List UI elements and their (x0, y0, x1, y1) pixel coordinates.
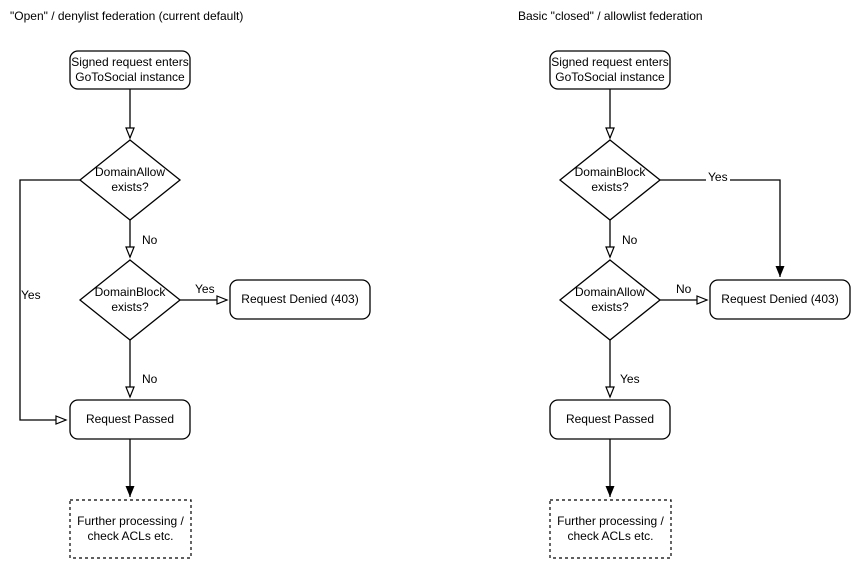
right-decision1-diamond (558, 139, 662, 221)
left-further-box (69, 499, 192, 559)
left-decision2-diamond (78, 259, 182, 341)
left-denied-box (229, 279, 371, 320)
left-decision1-diamond (78, 139, 182, 221)
right-decision1-yes-label: Yes (706, 170, 730, 184)
right-start-box (549, 50, 671, 90)
left-decision1-yes-label: Yes (21, 288, 41, 302)
left-decision2-yes-label: Yes (195, 282, 215, 296)
right-decision1-no-label: No (622, 233, 638, 247)
right-passed-box (549, 399, 671, 440)
right-decision2-diamond (558, 259, 662, 341)
right-decision2-no-label: No (676, 282, 692, 296)
left-decision1-no-label: No (142, 233, 158, 247)
left-decision2-no-label: No (142, 372, 158, 386)
right-decision2-yes-label: Yes (620, 372, 640, 386)
edge-left-decision1-yes-to-passed (19, 179, 80, 425)
right-further-box (549, 499, 672, 559)
right-chart-title: Basic "closed" / allowlist federation (518, 9, 703, 23)
left-passed-box (69, 399, 191, 440)
edge-right-decision1-yes-to-denied (660, 179, 785, 277)
right-denied-box (709, 279, 851, 320)
left-start-box (69, 50, 191, 90)
left-chart-title: "Open" / denylist federation (current de… (10, 9, 244, 23)
